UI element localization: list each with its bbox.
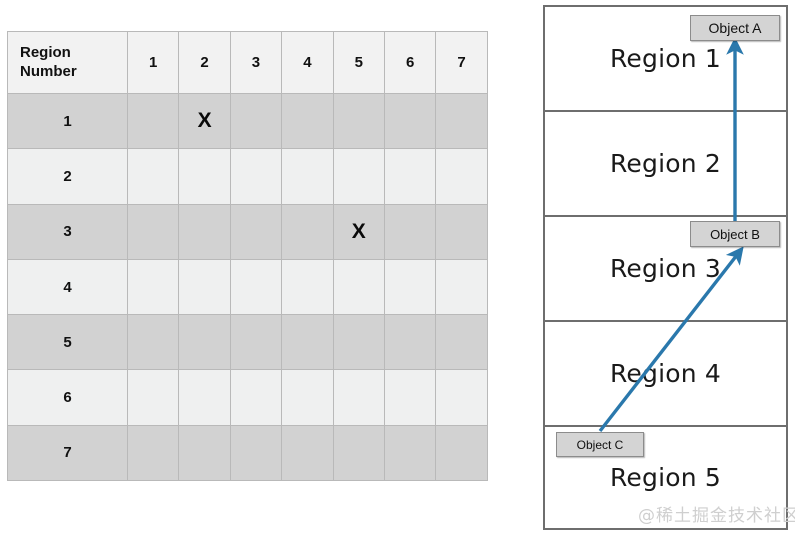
cell-4-6	[383, 258, 437, 316]
column-header-3: 3	[229, 31, 283, 94]
cell-7-7	[435, 424, 488, 482]
region-label-1: Region 1	[609, 44, 722, 73]
corner-header-line-2: Number	[20, 62, 77, 80]
object-chip-a[interactable]: Object A	[690, 15, 780, 41]
cell-3-3	[229, 203, 283, 260]
cell-6-7	[435, 369, 488, 426]
cell-1-1	[126, 92, 180, 150]
object-chip-a-label: Object A	[708, 20, 762, 36]
cell-5-7	[435, 314, 488, 371]
cell-6-3	[229, 369, 283, 426]
object-chip-b-label: Object B	[710, 226, 760, 242]
cell-3-1	[126, 203, 180, 260]
cell-3-2	[178, 203, 231, 260]
cell-2-5	[332, 148, 385, 205]
cell-2-2	[178, 148, 231, 205]
cell-7-2	[178, 424, 231, 482]
region-band-2: Region 2	[545, 112, 786, 217]
cell-2-4	[281, 148, 334, 205]
table-row: 6	[7, 369, 488, 426]
table-row: 4	[7, 258, 488, 316]
column-header-1: 1	[126, 31, 180, 94]
cell-4-5	[332, 258, 385, 316]
table-body: 1 X 2 3 X	[7, 92, 488, 482]
corner-header-line-1: Region	[20, 43, 71, 61]
row-header-3: 3	[7, 203, 128, 260]
cell-1-5	[332, 92, 385, 150]
column-header-2: 2	[178, 31, 231, 94]
cell-3-5: X	[332, 203, 385, 260]
cell-6-5	[332, 369, 385, 426]
cell-3-4	[281, 203, 334, 260]
cell-5-4	[281, 314, 334, 371]
cell-1-6	[383, 92, 437, 150]
cell-1-4	[281, 92, 334, 150]
region-label-2: Region 2	[609, 149, 722, 178]
cell-2-3	[229, 148, 283, 205]
column-header-5: 5	[332, 31, 385, 94]
object-chip-b[interactable]: Object B	[690, 221, 780, 247]
cell-4-1	[126, 258, 180, 316]
cell-6-1	[126, 369, 180, 426]
cell-2-1	[126, 148, 180, 205]
table-header-row: Region Number 1 2 3 4 5 6 7	[7, 31, 488, 94]
cell-5-2	[178, 314, 231, 371]
row-header-5: 5	[7, 314, 128, 371]
table-row: 1 X	[7, 92, 488, 150]
cell-4-2	[178, 258, 231, 316]
cell-4-4	[281, 258, 334, 316]
watermark-text: @稀土掘金技术社区	[638, 506, 795, 526]
row-header-6: 6	[7, 369, 128, 426]
cell-4-3	[229, 258, 283, 316]
table-row: 5	[7, 314, 488, 371]
cell-4-7	[435, 258, 488, 316]
cell-6-2	[178, 369, 231, 426]
region-adjacency-table: Region Number 1 2 3 4 5 6 7 1 X 2	[7, 31, 488, 482]
column-header-7: 7	[435, 31, 488, 94]
column-header-6: 6	[383, 31, 437, 94]
row-header-2: 2	[7, 148, 128, 205]
cell-7-1	[126, 424, 180, 482]
cell-7-5	[332, 424, 385, 482]
region-band-4: Region 4	[545, 322, 786, 427]
table-row: 7	[7, 424, 488, 482]
cell-6-6	[383, 369, 437, 426]
row-header-4: 4	[7, 258, 128, 316]
region-band-5: Region 5	[545, 427, 786, 528]
cell-2-7	[435, 148, 488, 205]
cell-7-4	[281, 424, 334, 482]
table-row: 3 X	[7, 203, 488, 260]
cell-3-6	[383, 203, 437, 260]
cell-5-3	[229, 314, 283, 371]
table-row: 2	[7, 148, 488, 205]
cell-1-3	[229, 92, 283, 150]
cell-2-6	[383, 148, 437, 205]
region-label-5: Region 5	[609, 463, 722, 492]
row-header-7: 7	[7, 424, 128, 482]
row-header-1: 1	[7, 92, 128, 150]
cell-1-7	[435, 92, 488, 150]
region-label-3: Region 3	[609, 254, 722, 283]
cell-7-3	[229, 424, 283, 482]
cell-7-6	[383, 424, 437, 482]
region-label-4: Region 4	[609, 359, 722, 388]
cell-3-7	[435, 203, 488, 260]
table-corner-header: Region Number	[7, 31, 128, 94]
object-chip-c[interactable]: Object C	[556, 432, 644, 457]
cell-5-1	[126, 314, 180, 371]
region-band-1: Region 1	[545, 7, 786, 112]
column-header-4: 4	[281, 31, 334, 94]
cell-6-4	[281, 369, 334, 426]
cell-1-2: X	[178, 92, 231, 150]
cell-5-6	[383, 314, 437, 371]
object-chip-c-label: Object C	[576, 437, 624, 452]
cell-5-5	[332, 314, 385, 371]
